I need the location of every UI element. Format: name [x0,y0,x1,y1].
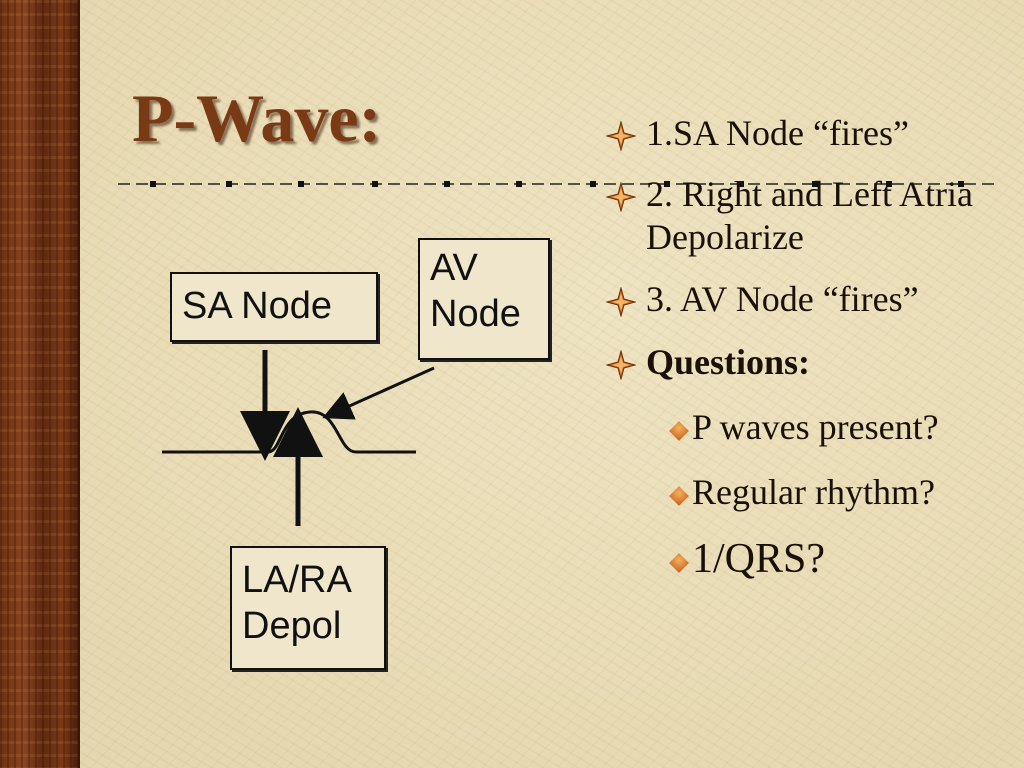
p-wave-diagram: SA Node AV Node LA/RA Depol [150,230,570,680]
sub-bullet-regular-rhythm: Regular rhythm? [606,471,1016,514]
compass-star-icon [606,349,636,380]
bullet-questions: Questions: [606,341,1016,384]
bullet-atria-depolarize: 2. Right and Left Atria Depolarize [606,173,1016,259]
ecg-p-wave-line [162,410,416,454]
la-ra-box: LA/RA Depol [230,546,386,670]
bullet-av-node-fires: 3. AV Node “fires” [606,278,1016,321]
av-node-label-line1: AV [430,247,478,289]
compass-star-icon [606,121,636,151]
sa-node-label: SA Node [182,285,332,327]
sub-bullet-p-waves-present: P waves present? [606,406,1016,449]
compass-star-icon [606,286,636,317]
sub-bullet-one-per-qrs: 1/QRS? [606,534,1016,584]
sa-node-box: SA Node [170,272,378,342]
bullet-sa-node-fires: 1.SA Node “fires” [606,112,1016,155]
la-ra-label-line1: LA/RA [242,559,352,601]
p-wave-trace [162,350,435,526]
compass-star-icon [606,182,636,213]
diamond-icon [669,553,689,574]
av-node-label-line2: Node [430,292,521,335]
title-divider [118,181,998,187]
slide-title: P-Wave: [132,80,382,156]
av-node-box: AV Node [418,238,550,360]
wood-border [0,0,80,768]
diamond-icon [669,421,689,441]
la-ra-label-line2: Depol [242,604,342,647]
diamond-icon [669,486,689,507]
bullet-list: 1.SA Node “fires” 2. Right and Left Atri… [606,112,1016,585]
av-node-arrow [322,366,435,420]
